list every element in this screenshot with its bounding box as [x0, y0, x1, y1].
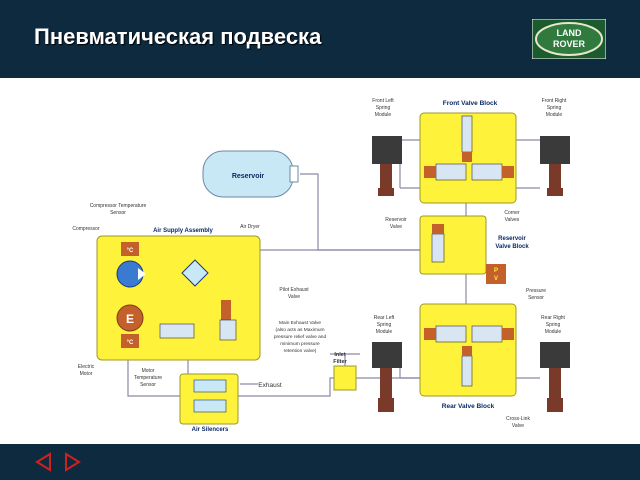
pressure-sensor-label-1: Pressure [526, 288, 546, 294]
cross-link-label-1: Cross-Link [506, 416, 530, 422]
front-valve-top [461, 115, 473, 153]
electric-motor-label-1: Electric [78, 364, 95, 370]
rear-solenoid-left [424, 328, 436, 340]
main-exhaust-label-2: (also acts as Maximum [275, 327, 324, 333]
compressor-label: Compressor [72, 226, 100, 232]
electric-motor-label-2: Motor [80, 371, 93, 377]
reservoir-valve-block-label-1: Reservoir [498, 236, 526, 242]
rear-right-spring-module [540, 342, 570, 412]
compressor-arrow-icon [138, 268, 146, 280]
compressor-temp-label-2: Sensor [110, 210, 126, 216]
front-left-label-3: Module [375, 112, 392, 118]
front-valve-block-label: Front Valve Block [443, 100, 498, 107]
main-exhaust-valve [219, 319, 237, 341]
main-exhaust-label-5: retention valve) [284, 348, 317, 354]
air-suspension-diagram: Front Valve Block P V Reservoir Valve Bl… [72, 98, 570, 433]
reservoir-valve [431, 233, 445, 263]
pilot-exhaust-label-2: Valve [288, 294, 300, 300]
rear-right-label-3: Module [545, 329, 562, 335]
cross-link-solenoid [462, 346, 472, 356]
rear-solenoid-right [502, 328, 514, 340]
front-right-label-3: Module [546, 112, 563, 118]
main-exhaust-label-3: pressure relief valve and [274, 334, 327, 340]
front-solenoid-right [502, 166, 514, 178]
previous-slide-icon[interactable] [34, 452, 54, 472]
pilot-exhaust-valve [221, 300, 231, 320]
air-silencers-label: Air Silencers [192, 427, 229, 433]
reservoir-label: Reservoir [232, 173, 265, 180]
rear-left-label-1: Rear Left [374, 315, 395, 321]
reservoir-valve-block-label-2: Valve Block [495, 244, 529, 250]
reservoir-valve-label-2: Valve [390, 224, 402, 230]
motor-symbol: E [126, 312, 134, 326]
reservoir-cap [289, 165, 299, 183]
exhaust-solenoid-block [159, 323, 195, 339]
rear-corner-valve-left [435, 325, 467, 343]
pressure-sensor [486, 264, 506, 284]
air-silencer-2 [193, 399, 227, 413]
main-exhaust-label-4: minimum pressure [280, 341, 320, 347]
cross-link-valve [461, 355, 473, 387]
front-right-label-2: Spring [547, 105, 562, 111]
air-dryer-label: Air Dryer [240, 224, 260, 230]
slide-header: Пневматическая подвеска LAND ROVER [0, 0, 640, 78]
next-slide-icon[interactable] [62, 452, 82, 472]
slide-title: Пневматическая подвеска [34, 24, 322, 49]
reservoir-valve-block [419, 215, 487, 275]
inlet-filter-label-2: Filter [333, 359, 347, 365]
exhaust-label: Exhaust [258, 382, 282, 389]
front-right-spring-module [540, 136, 570, 196]
front-right-label-1: Front Right [542, 98, 567, 104]
compressor-temp-label-1: Compressor Temperature [90, 203, 147, 209]
motor-temp-sensor-box [121, 334, 139, 348]
front-left-label-2: Spring [376, 105, 391, 111]
electric-motor [116, 304, 144, 332]
front-solenoid-top [462, 152, 472, 162]
air-dryer [181, 259, 209, 287]
rear-right-label-1: Rear Right [541, 315, 566, 321]
rear-left-label-2: Spring [377, 322, 392, 328]
front-corner-valve-right [471, 163, 503, 181]
svg-text:LAND: LAND [557, 28, 582, 38]
corner-valves-label-1: Corner [504, 210, 520, 216]
rear-valve-block-label: Rear Valve Block [442, 403, 495, 410]
corner-valves-label-2: Valves [505, 217, 520, 223]
front-solenoid-left [424, 166, 436, 178]
rear-corner-valve-right [471, 325, 503, 343]
slide-footer [0, 444, 640, 480]
pilot-exhaust-label-1: Pilot Exhaust [279, 287, 309, 293]
air-supply-assembly-label: Air Supply Assembly [153, 228, 213, 234]
cross-link-label-2: Valve [512, 423, 524, 429]
rear-right-label-2: Spring [546, 322, 561, 328]
inlet-filter [333, 365, 357, 391]
front-left-spring-module [372, 136, 402, 196]
air-silencer-1 [193, 379, 227, 393]
front-corner-valve-left [435, 163, 467, 181]
reservoir-valve-solenoid [432, 224, 444, 234]
temp-unit-compressor: °C [127, 248, 134, 254]
land-rover-logo: LAND ROVER [532, 19, 606, 59]
pressure-sensor-label-2: Sensor [528, 295, 544, 301]
temp-unit-motor: °C [127, 340, 134, 346]
pv-label-v: V [494, 276, 498, 282]
motor-temp-label-1: Motor [142, 368, 155, 374]
rear-left-spring-module [372, 342, 402, 412]
rear-left-label-3: Module [376, 329, 393, 335]
main-exhaust-label-1: Main Exhaust Valve [279, 320, 321, 326]
front-left-label-1: Front Left [372, 98, 394, 104]
pv-label: P [494, 268, 498, 274]
compressor-temp-sensor-box [121, 242, 139, 256]
reservoir-valve-label-1: Reservoir [385, 217, 407, 223]
svg-text:ROVER: ROVER [553, 39, 586, 49]
inlet-filter-label-1: Inlet [334, 352, 345, 358]
motor-temp-label-3: Sensor [140, 382, 156, 388]
motor-temp-label-2: Temperature [134, 375, 162, 381]
